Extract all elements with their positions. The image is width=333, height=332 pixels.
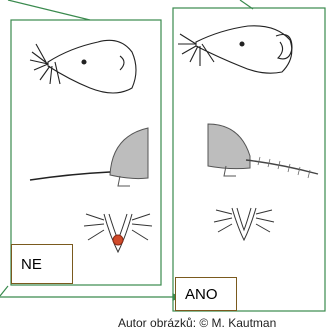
shrew-head-small-ear-sketch [30,40,136,93]
shrew-head-large-ear-sketch [178,26,292,73]
arrow-left [0,286,8,296]
connector-line-top [8,0,90,20]
label-ano: ANO [175,277,237,311]
label-ano-text: ANO [185,286,218,303]
nostril-red-spot-sketch [84,214,152,252]
label-ne: NE [11,244,73,284]
label-ne-text: NE [21,256,42,273]
image-credit: Autor obrázků: © M. Kautman [118,316,276,330]
nostril-plain-sketch [214,208,274,240]
mouse-with-hairy-tail-sketch [208,124,318,178]
mouse-with-tail-sketch [30,128,148,186]
